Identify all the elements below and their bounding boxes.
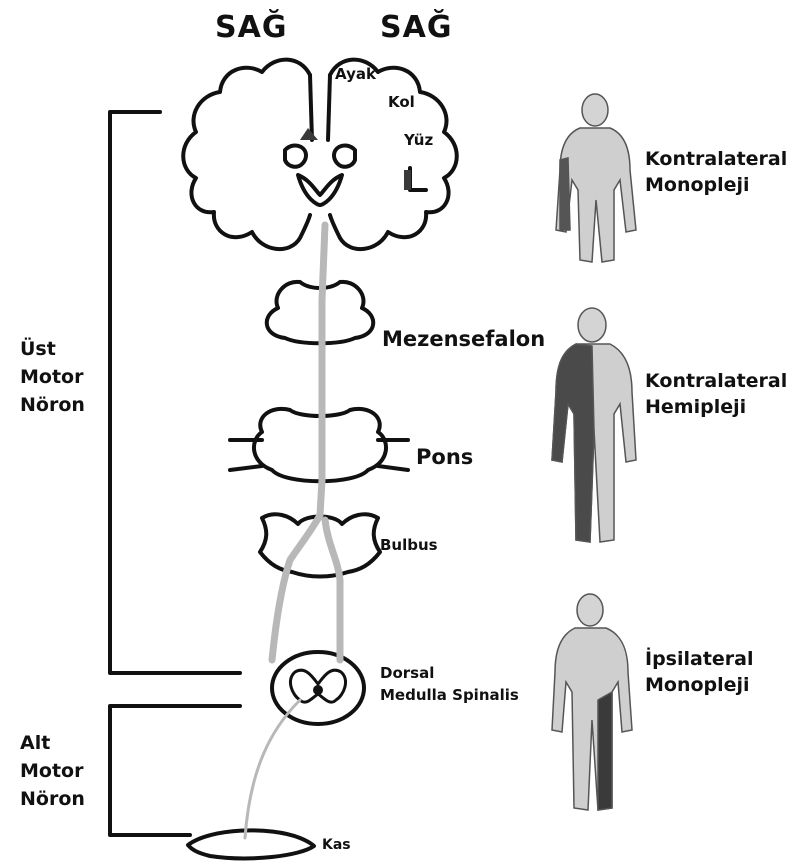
- lower-neuron-line3: Nöron: [20, 790, 85, 810]
- lower-motor-neuron-axon: [245, 700, 300, 838]
- upper-neuron-line3: Nöron: [20, 396, 85, 416]
- pons-label: Pons: [416, 446, 473, 468]
- left-side-title: SAĞ: [215, 12, 287, 44]
- foot-area-label: Ayak: [335, 67, 376, 83]
- outcome-2-line1: Kontralateral: [645, 372, 787, 392]
- outcome-3-line1: İpsilateral: [645, 650, 754, 670]
- face-lesion-marker: [404, 170, 411, 190]
- lower-motor-neuron-bracket: [110, 706, 240, 835]
- midbrain-label: Mezensefalon: [382, 328, 545, 350]
- outcome-1-line1: Kontralateral: [645, 150, 787, 170]
- body-figure-3: [552, 594, 632, 810]
- medulla-label: Bulbus: [380, 538, 438, 554]
- face-area-label: Yüz: [404, 133, 433, 149]
- lower-neuron-line1: Alt: [20, 734, 50, 754]
- brain-ventricles: [285, 145, 355, 205]
- lower-neuron-line2: Motor: [20, 762, 83, 782]
- body-figure-1: [556, 94, 636, 262]
- muscle-label: Kas: [322, 838, 351, 853]
- cortex-lesion-marker: [300, 128, 318, 140]
- face-area-marker: [410, 168, 426, 190]
- spinal-cord-label-line2: Medulla Spinalis: [380, 688, 519, 704]
- corticospinal-tract-crossing: [325, 520, 340, 660]
- upper-motor-neuron-bracket: [110, 112, 240, 673]
- right-side-title: SAĞ: [380, 12, 452, 44]
- upper-neuron-line2: Motor: [20, 368, 83, 388]
- medulla-outline: [260, 514, 380, 576]
- brain-right-hemisphere: [330, 60, 457, 249]
- upper-neuron-line1: Üst: [20, 340, 56, 360]
- brain-left-hemisphere: [183, 60, 310, 249]
- outcome-3-line2: Monopleji: [645, 676, 750, 696]
- spinal-cord-label-line1: Dorsal: [380, 666, 434, 682]
- arm-area-label: Kol: [388, 95, 415, 111]
- brain-fissure: [310, 75, 330, 140]
- muscle-outline: [188, 830, 314, 858]
- body-figure-2: [552, 308, 636, 542]
- outcome-1-line2: Monopleji: [645, 176, 750, 196]
- outcome-2-line2: Hemipleji: [645, 398, 746, 418]
